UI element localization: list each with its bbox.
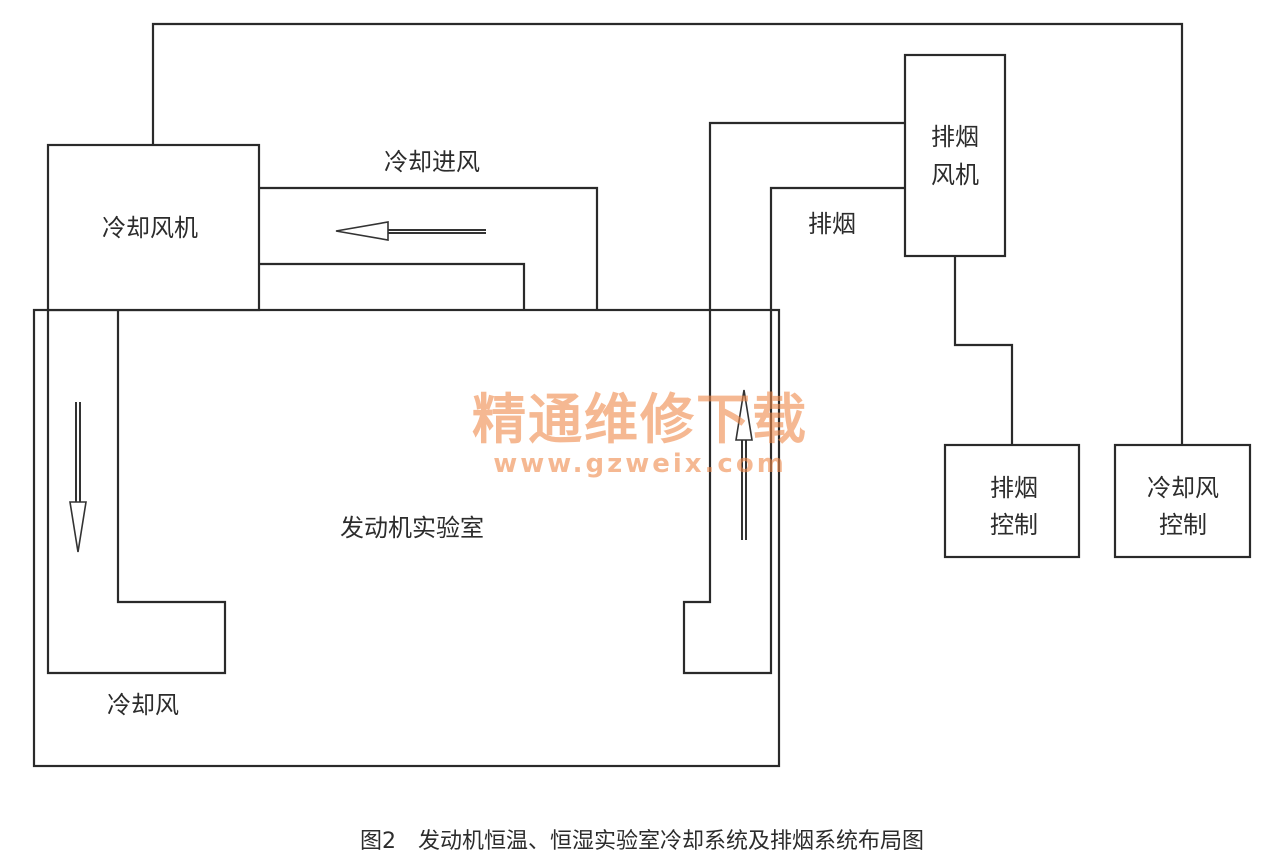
cooling-air-label: 冷却风 [107, 691, 179, 719]
cooling-fan-label: 冷却风机 [102, 214, 198, 242]
watermark-title: 精通维修下载 [472, 388, 808, 451]
exhaust-control-box [943, 443, 1081, 559]
exhaust-fan-label-line2: 风机 [931, 161, 979, 189]
cooling-control-label-line2: 控制 [1159, 511, 1207, 539]
exhaust-fan-label-line1: 排烟 [931, 123, 979, 151]
cooling-fan-box [46, 143, 261, 312]
exhaust-control-wire [953, 256, 1014, 445]
cooling-air-duct [46, 310, 227, 675]
cooling-inlet-duct-inner [259, 262, 526, 310]
exhaust-duct-outer [682, 121, 905, 675]
exhaust-control-label-line2: 控制 [990, 511, 1038, 539]
cooling-air-flow-arrow-icon [69, 402, 87, 553]
inlet-flow-arrow-icon [335, 221, 486, 241]
cooling-control-wire [151, 22, 1184, 445]
exhaust-control-label-line1: 排烟 [990, 474, 1038, 502]
exhaust-label: 排烟 [808, 210, 856, 238]
watermark-url: www.gzweix.com [493, 449, 787, 479]
cooling-inlet-duct-outer [259, 186, 599, 310]
exhaust-fan-box [903, 53, 1007, 258]
cooling-control-label-line1: 冷却风 [1147, 474, 1219, 502]
engine-lab-room [32, 308, 781, 768]
exhaust-duct-inner [769, 186, 905, 310]
exhaust-flow-arrow-icon [735, 389, 753, 540]
engine-lab-label: 发动机实验室 [340, 514, 484, 542]
cooling-control-box [1113, 443, 1252, 559]
figure-caption: 图2 发动机恒温、恒湿实验室冷却系统及排烟系统布局图 [360, 829, 924, 854]
cooling-inlet-label: 冷却进风 [384, 148, 480, 176]
